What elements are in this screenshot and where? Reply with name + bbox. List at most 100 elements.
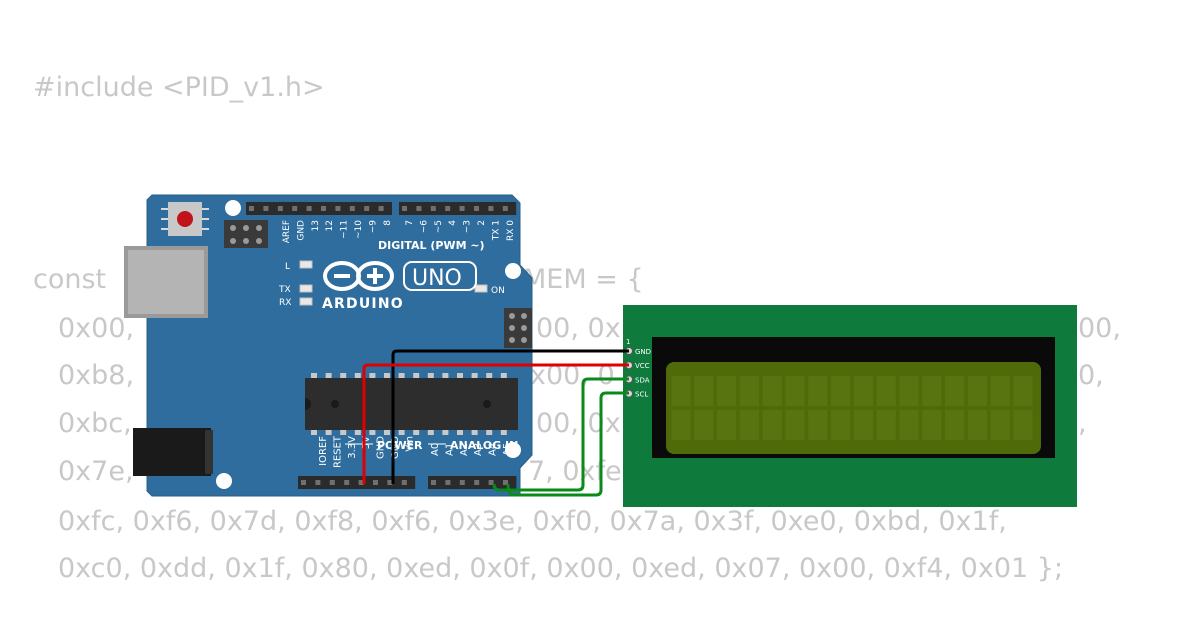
led-tx-label: TX — [278, 285, 291, 295]
code-include-line: #include <PID_v1.h> — [33, 72, 325, 103]
chip-pin — [471, 373, 478, 378]
header-pin-socket[interactable] — [364, 206, 370, 211]
power-label: POWER — [377, 439, 423, 452]
chip-pin — [325, 430, 332, 435]
analog-header[interactable] — [428, 476, 517, 489]
header-pin-socket[interactable] — [358, 480, 364, 485]
header-pin-socket[interactable] — [445, 480, 451, 485]
pin-label: ~9 — [368, 220, 378, 234]
mounting-hole — [216, 473, 232, 489]
header-pin-socket[interactable] — [488, 206, 494, 211]
header-pin-socket[interactable] — [277, 206, 283, 211]
usb-connector-face — [128, 250, 204, 314]
chip-pin — [500, 430, 507, 435]
chip-pin — [340, 430, 347, 435]
code-const-prefix: const — [33, 264, 107, 295]
lcd-cell — [967, 410, 987, 440]
pin-label: ~11 — [340, 220, 350, 239]
wire-gnd[interactable] — [391, 349, 629, 484]
header-pin-socket[interactable] — [416, 206, 422, 211]
header-pin-socket[interactable] — [387, 480, 393, 485]
pin-label: ~10 — [354, 220, 364, 239]
led-rx-label: RX — [279, 298, 291, 308]
chip-pin — [486, 430, 493, 435]
power-jack-rim — [205, 430, 213, 474]
header-pin-socket[interactable] — [335, 206, 341, 211]
header-pin-socket[interactable] — [488, 480, 494, 485]
lcd-cell — [945, 376, 965, 406]
header-pin-socket[interactable] — [263, 206, 269, 211]
uno-badge — [403, 261, 477, 291]
code-row-6: 0xc0, 0xdd, 0x1f, 0x80, 0xed, 0x0f, 0x00… — [58, 553, 1064, 584]
header-pin-socket[interactable] — [474, 206, 479, 211]
wire-sda[interactable] — [492, 377, 629, 492]
lcd-cell — [694, 410, 714, 440]
digital-header-left[interactable] — [246, 202, 392, 215]
arduino-logo-icon — [323, 261, 394, 291]
chip-pin — [427, 430, 434, 435]
chip-pin — [340, 373, 347, 378]
wire-vcc[interactable] — [362, 363, 629, 484]
icsp-header-usb — [224, 220, 268, 248]
pin-label: 13 — [311, 220, 321, 231]
header-pin-socket[interactable] — [474, 480, 480, 485]
header-pin-socket[interactable] — [430, 206, 436, 211]
pin-label: GND — [376, 436, 387, 459]
header-pin-socket[interactable] — [249, 206, 254, 211]
header-pin-socket[interactable] — [445, 206, 451, 211]
lcd-cell — [990, 376, 1010, 406]
code-row-1-a: 0x00, — [58, 313, 135, 344]
lcd-cell — [808, 376, 828, 406]
header-pin-socket[interactable] — [378, 206, 384, 211]
header-pin-socket[interactable] — [402, 206, 407, 211]
arduino-model: UNO — [412, 266, 462, 291]
lcd-cell — [876, 410, 896, 440]
lcd-cell — [717, 376, 737, 406]
reset-button-cap[interactable] — [177, 211, 193, 227]
header-pin-socket[interactable] — [344, 480, 350, 485]
pin-label: AREF — [282, 220, 292, 243]
lcd-cell — [922, 410, 942, 440]
led-rx — [299, 297, 313, 306]
header-pin-socket[interactable] — [292, 206, 298, 211]
header-pin-socket[interactable] — [301, 480, 306, 485]
chip-pin — [398, 430, 405, 435]
header-pin-socket[interactable] — [306, 206, 312, 211]
code-row-1-c: 00, — [1078, 313, 1121, 344]
pin-label: ~3 — [463, 220, 473, 233]
header-pin-socket[interactable] — [502, 206, 508, 211]
header-pin-socket[interactable] — [321, 206, 326, 211]
power-header[interactable] — [298, 476, 416, 489]
lcd-cell — [1013, 376, 1033, 406]
header-pin-socket[interactable] — [401, 480, 407, 485]
lcd-cell — [739, 376, 759, 406]
header-pin-socket[interactable] — [503, 480, 508, 485]
chip-pin — [354, 430, 361, 435]
header-pin-socket[interactable] — [431, 480, 436, 485]
code-row-1-b: 00, 0x — [536, 313, 621, 344]
header-pin-socket[interactable] — [349, 206, 355, 211]
pin-label: RESET — [332, 435, 343, 468]
code-row-2-c: 0, — [1078, 360, 1104, 391]
chip-pin — [471, 430, 478, 435]
header-pin-socket[interactable] — [373, 480, 378, 485]
header-pin-socket[interactable] — [315, 480, 321, 485]
led-l — [299, 260, 313, 269]
lcd-cell — [694, 376, 714, 406]
chip-pin — [354, 373, 361, 378]
header-pin-socket[interactable] — [459, 480, 465, 485]
digital-header-right[interactable] — [399, 202, 517, 215]
code-row-3-a: 0xbc, — [58, 408, 132, 439]
lcd-pin-label: SCL — [635, 391, 648, 399]
chip-pin — [457, 373, 463, 378]
wire-scl[interactable] — [506, 391, 629, 497]
lcd-cell — [967, 376, 987, 406]
header-pin-socket[interactable] — [329, 480, 335, 485]
pin-label: A1 — [444, 443, 455, 456]
pin-label: A5 — [502, 443, 513, 456]
header-pin-socket[interactable] — [459, 206, 465, 211]
